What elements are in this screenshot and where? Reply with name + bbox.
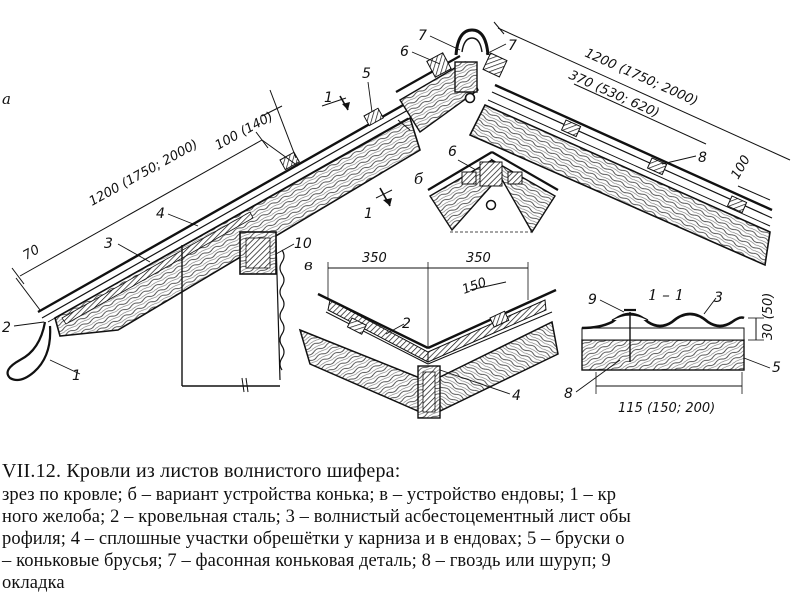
section-mark-1-bottom	[379, 187, 392, 207]
view-label-a: а	[2, 90, 11, 108]
callout-5-section: 5	[772, 360, 781, 376]
caption-line-1: зрез по кровле; б – вариант устройства к…	[2, 485, 617, 505]
dim-section-height: 30 (50)	[761, 293, 776, 340]
dim-valley-right: 350	[466, 251, 491, 266]
callout-7-right: 7	[508, 38, 517, 54]
callout-2-valley: 2	[402, 316, 411, 332]
caption-line-3: рофиля; 4 – сплошные участки обрешётки у…	[2, 529, 625, 549]
figure-caption: VII.12. Кровли из листов волнистого шифе…	[0, 458, 800, 600]
dim-valley-overlap: 150	[460, 275, 488, 298]
section-title: 1 – 1	[648, 286, 684, 304]
section-mark-1-top	[339, 95, 350, 111]
dim-overlap-top: 100 (140)	[213, 109, 276, 153]
callout-4-valley: 4	[512, 388, 521, 404]
section-mark-label-bottom: 1	[364, 206, 373, 222]
roof-diagram: а б в 1 – 1 1 1 1200 (1750; 2000) 1200 (…	[2, 21, 791, 419]
callout-6-b: 6	[448, 144, 457, 160]
callout-3-section: 3	[714, 290, 723, 306]
callout-1: 1	[72, 368, 81, 384]
dim-valley-left: 350	[362, 251, 387, 266]
callout-10: 10	[294, 236, 312, 252]
view-a-right-slope	[395, 28, 773, 267]
section-mark-label-top: 1	[324, 90, 333, 106]
gutter	[6, 321, 52, 382]
dim-overlap-right: 100	[728, 153, 753, 182]
callout-9: 9	[588, 292, 597, 308]
view-label-b: б	[414, 170, 424, 188]
dim-section-width: 115 (150; 200)	[618, 401, 715, 416]
caption-title: VII.12. Кровли из листов волнистого шифе…	[2, 460, 401, 482]
view-v-valley	[298, 262, 559, 419]
corrugated-sheet	[581, 312, 745, 330]
dim-main-left: 1200 (1750; 2000)	[87, 137, 201, 209]
callout-8-section: 8	[564, 386, 573, 402]
callout-7-left: 7	[418, 28, 427, 44]
view-label-v: в	[304, 256, 313, 274]
leader-lines	[13, 35, 771, 395]
dim-eave: 70	[21, 242, 43, 263]
caption-line-5: окладка	[2, 573, 65, 593]
callout-6-top: 6	[400, 44, 409, 60]
callout-2-left: 2	[2, 320, 11, 336]
section-1-1	[581, 308, 764, 394]
callout-3: 3	[104, 236, 113, 252]
callout-8: 8	[698, 150, 707, 166]
view-a-left-slope	[6, 102, 421, 393]
callout-4: 4	[156, 206, 165, 222]
caption-line-4: – коньковые брусья; 7 – фасонная коньков…	[2, 551, 611, 571]
caption-line-2: ного желоба; 2 – кровельная сталь; 3 – в…	[2, 507, 631, 527]
callout-5: 5	[362, 66, 371, 82]
view-b-ridge	[427, 151, 559, 234]
rafter-right	[468, 103, 771, 267]
